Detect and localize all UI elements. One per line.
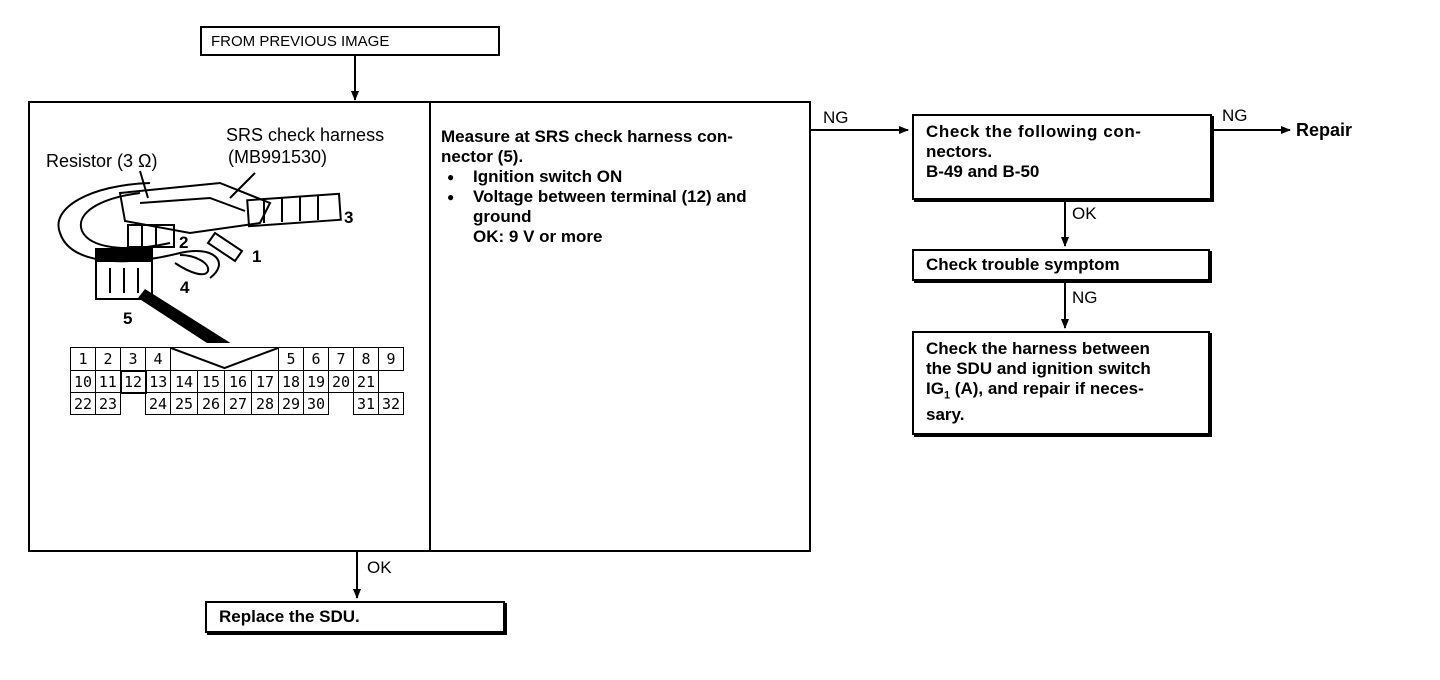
terminal-row-2: 10 11 12 13 14 15 16 17 18 19 20 21 — [70, 369, 404, 394]
measure-conditions: Ignition switch ON Voltage between termi… — [441, 167, 801, 207]
condition-item: Ignition switch ON — [441, 167, 801, 187]
callout-4: 4 — [180, 278, 190, 297]
terminal-cell: 30 — [303, 392, 329, 415]
label-ng-to-harness: NG — [1072, 288, 1098, 307]
connector-terminal-table: 1 2 3 4 5 6 7 8 9 10 11 12 13 — [70, 347, 404, 415]
callout-2: 2 — [179, 233, 189, 252]
replace-sdu-text: Replace the SDU. — [219, 607, 360, 626]
terminal-cell: 24 — [145, 392, 171, 415]
check-connectors-line2: nectors. — [926, 142, 993, 161]
check-harness-line2: the SDU and ignition switch — [926, 359, 1151, 378]
resistor-label: Resistor (3 Ω) — [46, 151, 158, 171]
terminal-cell: 18 — [278, 370, 304, 393]
terminal-cell: 17 — [251, 370, 279, 393]
callout-1: 1 — [252, 247, 262, 266]
terminal-cell: 2 — [95, 347, 121, 371]
check-connectors-box: Check the following con- nectors. B-49 a… — [912, 114, 1212, 200]
terminal-row-3: 22 23 24 25 26 27 28 29 30 31 32 — [70, 392, 404, 415]
terminal-cell: 31 — [353, 392, 379, 415]
ok-criterion-label: OK: — [473, 227, 505, 246]
terminal-cell: 19 — [303, 370, 329, 393]
check-connectors-line3: B-49 and B-50 — [926, 162, 1040, 181]
check-harness-box: Check the harness between the SDU and ig… — [912, 331, 1210, 435]
repair-result: Repair — [1296, 120, 1353, 140]
check-harness-line3-rest: (A), and repair if neces- — [950, 379, 1144, 398]
terminal-cell: 3 — [120, 347, 146, 371]
replace-sdu-box: Replace the SDU. — [205, 601, 505, 633]
ok-criterion-value: 9 V or more — [508, 227, 603, 246]
terminal-cell: 28 — [251, 392, 279, 415]
terminal-cell: 15 — [197, 370, 225, 393]
terminal-cell: 16 — [224, 370, 252, 393]
terminal-cell: 22 — [70, 392, 96, 415]
check-trouble-symptom-box: Check trouble symptom — [912, 249, 1210, 281]
terminal-cell: 4 — [145, 347, 171, 371]
terminal-key-notch — [170, 347, 279, 371]
terminal-cell: 10 — [70, 370, 96, 393]
check-harness-line3: IG1 (A), and repair if neces- — [926, 379, 1208, 405]
ig-label: IG — [926, 379, 944, 398]
terminal-cell: 14 — [170, 370, 198, 393]
harness-label: SRS check harness — [226, 125, 385, 145]
terminal-cell: 11 — [95, 370, 121, 393]
check-harness-line4: sary. — [926, 405, 965, 425]
measure-box-divider — [429, 103, 431, 552]
callout-3: 3 — [344, 208, 354, 227]
illustration-panel: SRS check harness (MB991530) Resistor (3… — [30, 103, 429, 552]
start-box: FROM PREVIOUS IMAGE — [200, 26, 500, 56]
terminal-gap — [328, 392, 354, 415]
terminal-row-1: 1 2 3 4 5 6 7 8 9 — [70, 347, 404, 371]
terminal-cell: 1 — [70, 347, 96, 371]
terminal-cell: 21 — [353, 370, 379, 393]
terminal-cell: 25 — [170, 392, 198, 415]
terminal-cell: 32 — [378, 392, 404, 415]
condition-item: Voltage between terminal (12) and — [441, 187, 801, 207]
label-ok-to-trouble: OK — [1072, 204, 1097, 223]
terminal-cell: 13 — [145, 370, 171, 393]
start-box-text: FROM PREVIOUS IMAGE — [211, 33, 390, 50]
ig-subscript: 1 — [943, 389, 951, 402]
terminal-cell: 29 — [278, 392, 304, 415]
ok-criterion: OK: 9 V or more — [441, 227, 801, 247]
label-ok-to-replace: OK — [367, 558, 392, 577]
terminal-cell: 26 — [197, 392, 225, 415]
terminal-cell: 9 — [378, 347, 404, 371]
measure-step-box: SRS check harness (MB991530) Resistor (3… — [28, 101, 811, 552]
terminal-cell: 5 — [278, 347, 304, 371]
terminal-cell: 7 — [328, 347, 354, 371]
check-connectors-line1: Check the following con- — [926, 122, 1142, 141]
measure-title-line1: Measure at SRS check harness con- — [441, 127, 733, 146]
measure-title-line2: nector (5). — [441, 147, 524, 166]
harness-illustration — [57, 170, 342, 343]
condition-continuation: ground — [473, 207, 532, 226]
terminal-cell: 27 — [224, 392, 252, 415]
terminal-cell: 23 — [95, 392, 121, 415]
terminal-gap — [120, 392, 146, 415]
measure-instructions: Measure at SRS check harness con- nector… — [441, 127, 801, 247]
terminal-cell: 20 — [328, 370, 354, 393]
check-trouble-symptom-text: Check trouble symptom — [926, 255, 1120, 274]
check-harness-line1: Check the harness between — [926, 339, 1150, 358]
terminal-cell: 8 — [353, 347, 379, 371]
harness-part-number: (MB991530) — [228, 147, 328, 167]
label-ng-to-repair: NG — [1222, 106, 1248, 125]
terminal-cell: 6 — [303, 347, 329, 371]
callout-5: 5 — [123, 309, 133, 328]
label-ng-to-connectors: NG — [823, 108, 849, 127]
terminal-cell-highlighted: 12 — [119, 369, 147, 394]
